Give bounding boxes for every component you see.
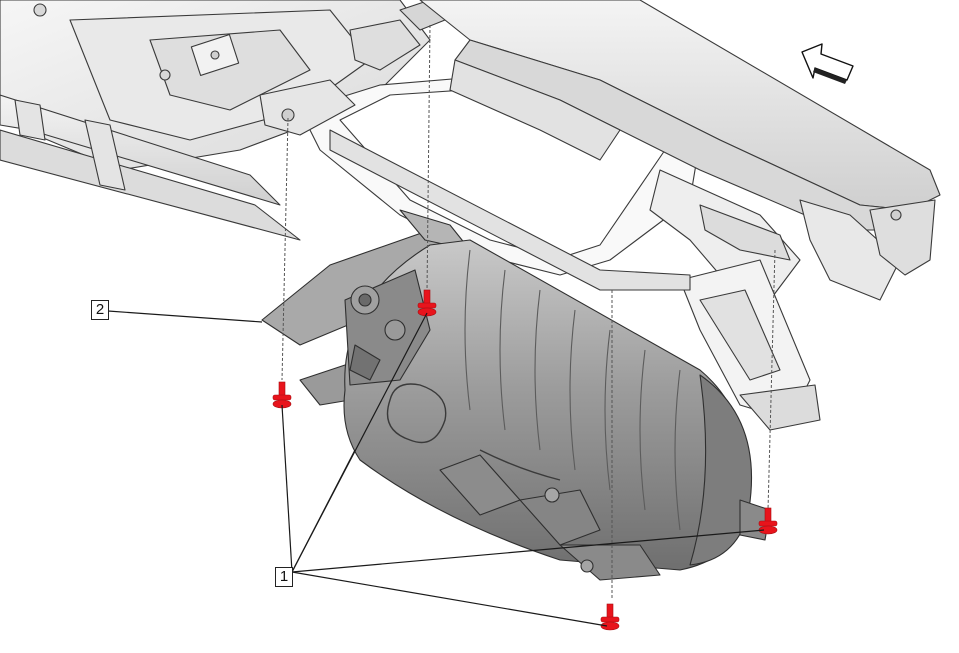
callout-label-1: 1 — [275, 567, 293, 587]
callout-label-2: 2 — [91, 300, 109, 320]
module-housing — [261, 209, 771, 581]
instrument-panel-carrier — [0, 0, 941, 431]
fastener-axis-lines — [281, 24, 776, 600]
screw — [758, 507, 778, 535]
screw — [272, 381, 292, 409]
leader-lines — [107, 310, 765, 627]
screw — [600, 603, 620, 631]
forward-arrow-icon — [801, 43, 854, 84]
screw — [417, 289, 437, 317]
